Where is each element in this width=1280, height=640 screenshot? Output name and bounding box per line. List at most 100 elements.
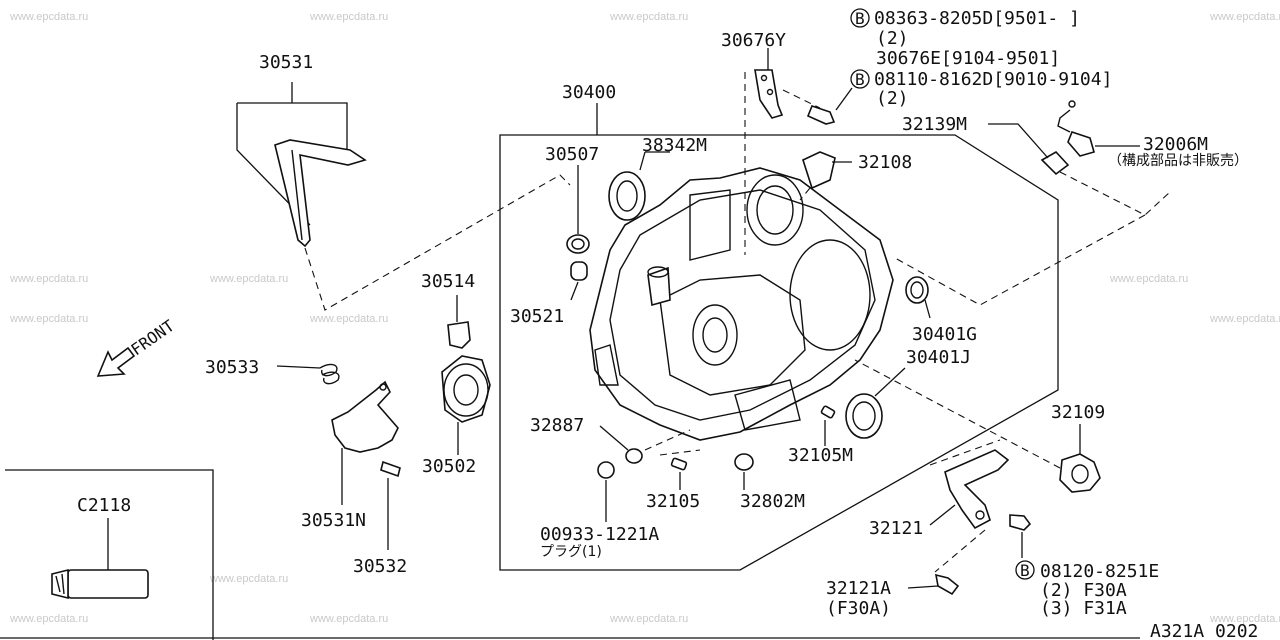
- label-32006M: 32006M: [1143, 134, 1208, 155]
- bolt-qty-F31A: (3) F31A: [1040, 598, 1127, 619]
- front-label: FRONT: [127, 316, 178, 359]
- bolt-marker: B: [855, 70, 865, 89]
- watermark: www.epcdata.ru: [1109, 273, 1188, 285]
- label-00933-note: プラグ(1): [540, 544, 602, 560]
- dashed-leader: [894, 214, 1146, 306]
- clip-30514: [447, 321, 471, 349]
- bolt-B3: [1009, 514, 1032, 531]
- dashed-leader: [782, 89, 821, 109]
- leader-line: [988, 123, 1049, 159]
- label-30532: 30532: [353, 556, 407, 577]
- leader-line: [835, 87, 853, 111]
- inset-frame: [5, 469, 214, 640]
- boot-plug: [647, 266, 671, 307]
- label-32105M: 32105M: [788, 445, 853, 466]
- leader-line: [570, 281, 579, 301]
- clutch-housing: [589, 167, 894, 441]
- withdrawal-lever-30531N: [331, 380, 399, 453]
- diagram-code: A321A 0202: [1150, 621, 1258, 640]
- label-32006M-note: （構成部品は非販売）: [1108, 153, 1248, 169]
- watermark: www.epcdata.ru: [209, 573, 288, 585]
- label-32121A: 32121A: [826, 578, 891, 599]
- watermark: www.epcdata.ru: [1209, 613, 1280, 625]
- watermark: www.epcdata.ru: [9, 11, 88, 23]
- leader-line: [599, 425, 629, 451]
- label-32121: 32121: [869, 518, 923, 539]
- sensor-32139M: [1040, 150, 1070, 176]
- dashed-leader: [659, 449, 701, 456]
- bolt-code-08363: 08363-8205D[9501- ]: [874, 8, 1080, 29]
- label-32887: 32887: [530, 415, 584, 436]
- watermark: www.epcdata.ru: [9, 313, 88, 325]
- dashed-leader: [854, 359, 1061, 469]
- label-32108: 32108: [858, 152, 912, 173]
- watermark: www.epcdata.ru: [309, 613, 388, 625]
- dashed-leader: [929, 439, 1001, 466]
- watermark: www.epcdata.ru: [1209, 313, 1280, 325]
- label-32105: 32105: [646, 491, 700, 512]
- watermark: www.epcdata.ru: [309, 313, 388, 325]
- leader-line: [924, 299, 931, 319]
- seal-30401G: [905, 276, 929, 304]
- bolt-qty-2: (2): [876, 88, 909, 109]
- watermark: www.epcdata.ru: [609, 11, 688, 23]
- grease-tube-C2118: [51, 568, 149, 600]
- label-C2118: C2118: [77, 495, 131, 516]
- bolt-spec-3: B 08120-8251E (2) F30A (3) F31A: [1015, 560, 1159, 619]
- spring-30533: [319, 363, 340, 385]
- bolt-qty-F30A: (2) F30A: [1040, 580, 1127, 601]
- watermark: www.epcdata.ru: [9, 613, 88, 625]
- watermark: www.epcdata.ru: [1209, 11, 1280, 23]
- leader-line: [874, 367, 906, 397]
- dashed-leader: [644, 429, 691, 451]
- leader-line: [276, 365, 321, 369]
- label-30507: 30507: [545, 144, 599, 165]
- leader-line: [929, 504, 956, 526]
- switch-32006M: [1057, 100, 1095, 157]
- label-30521: 30521: [510, 306, 564, 327]
- watermarks: www.epcdata.ru www.epcdata.ru www.epcdat…: [9, 11, 1280, 625]
- sensor-32108: [802, 151, 836, 190]
- bolt-marker: B: [1020, 561, 1030, 580]
- label-30514: 30514: [421, 271, 475, 292]
- bushing-30507: [566, 234, 590, 254]
- watermark: www.epcdata.ru: [309, 11, 388, 23]
- bolt-B1: [806, 105, 836, 125]
- label-30531: 30531: [259, 52, 313, 73]
- bolt-marker-icon: [850, 69, 870, 89]
- label-30676Y: 30676Y: [721, 30, 786, 51]
- label-30533: 30533: [205, 357, 259, 378]
- bolt-marker-icon: [850, 8, 870, 28]
- bracket-30676Y: [754, 69, 784, 119]
- label-00933-1221A: 00933-1221A: [540, 524, 659, 545]
- bolt-marker-icon: [1015, 560, 1035, 580]
- bolt-code-08120: 08120-8251E: [1040, 561, 1159, 582]
- label-30401G: 30401G: [912, 324, 977, 345]
- bolt-32121A: [934, 573, 960, 596]
- bolt-marker: B: [855, 9, 865, 28]
- label-32139M: 32139M: [902, 114, 967, 135]
- pin-32105: [670, 457, 688, 471]
- dashed-leader: [934, 529, 986, 573]
- bracket-32121: [944, 449, 1010, 530]
- watermark: www.epcdata.ru: [609, 613, 688, 625]
- housing-group-outline: [499, 134, 1059, 571]
- label-30531N: 30531N: [301, 510, 366, 531]
- label-32109: 32109: [1051, 402, 1105, 423]
- gear-32109: [1059, 453, 1101, 493]
- label-30502: 30502: [422, 456, 476, 477]
- watermark: www.epcdata.ru: [209, 273, 288, 285]
- release-bearing-30502: [441, 355, 491, 423]
- bolt-qty-1: (2): [876, 28, 909, 49]
- group-bracket-30531: [236, 82, 348, 226]
- bolt-alt-30676E: 30676E[9104-9501]: [876, 48, 1060, 69]
- bolt-spec-2: B 08110-8162D[9010-9104] (2): [850, 69, 1112, 109]
- shift-shaft-30531: [274, 139, 367, 248]
- plug-32802M: [734, 453, 754, 471]
- label-32121A-note: (F30A): [826, 598, 891, 619]
- label-30401J: 30401J: [906, 347, 971, 368]
- front-direction-arrow: FRONT: [96, 316, 178, 377]
- bolt-spec-1: B 08363-8205D[9501- ] (2) 30676E[9104-95…: [850, 8, 1080, 69]
- dashed-leader: [799, 187, 811, 201]
